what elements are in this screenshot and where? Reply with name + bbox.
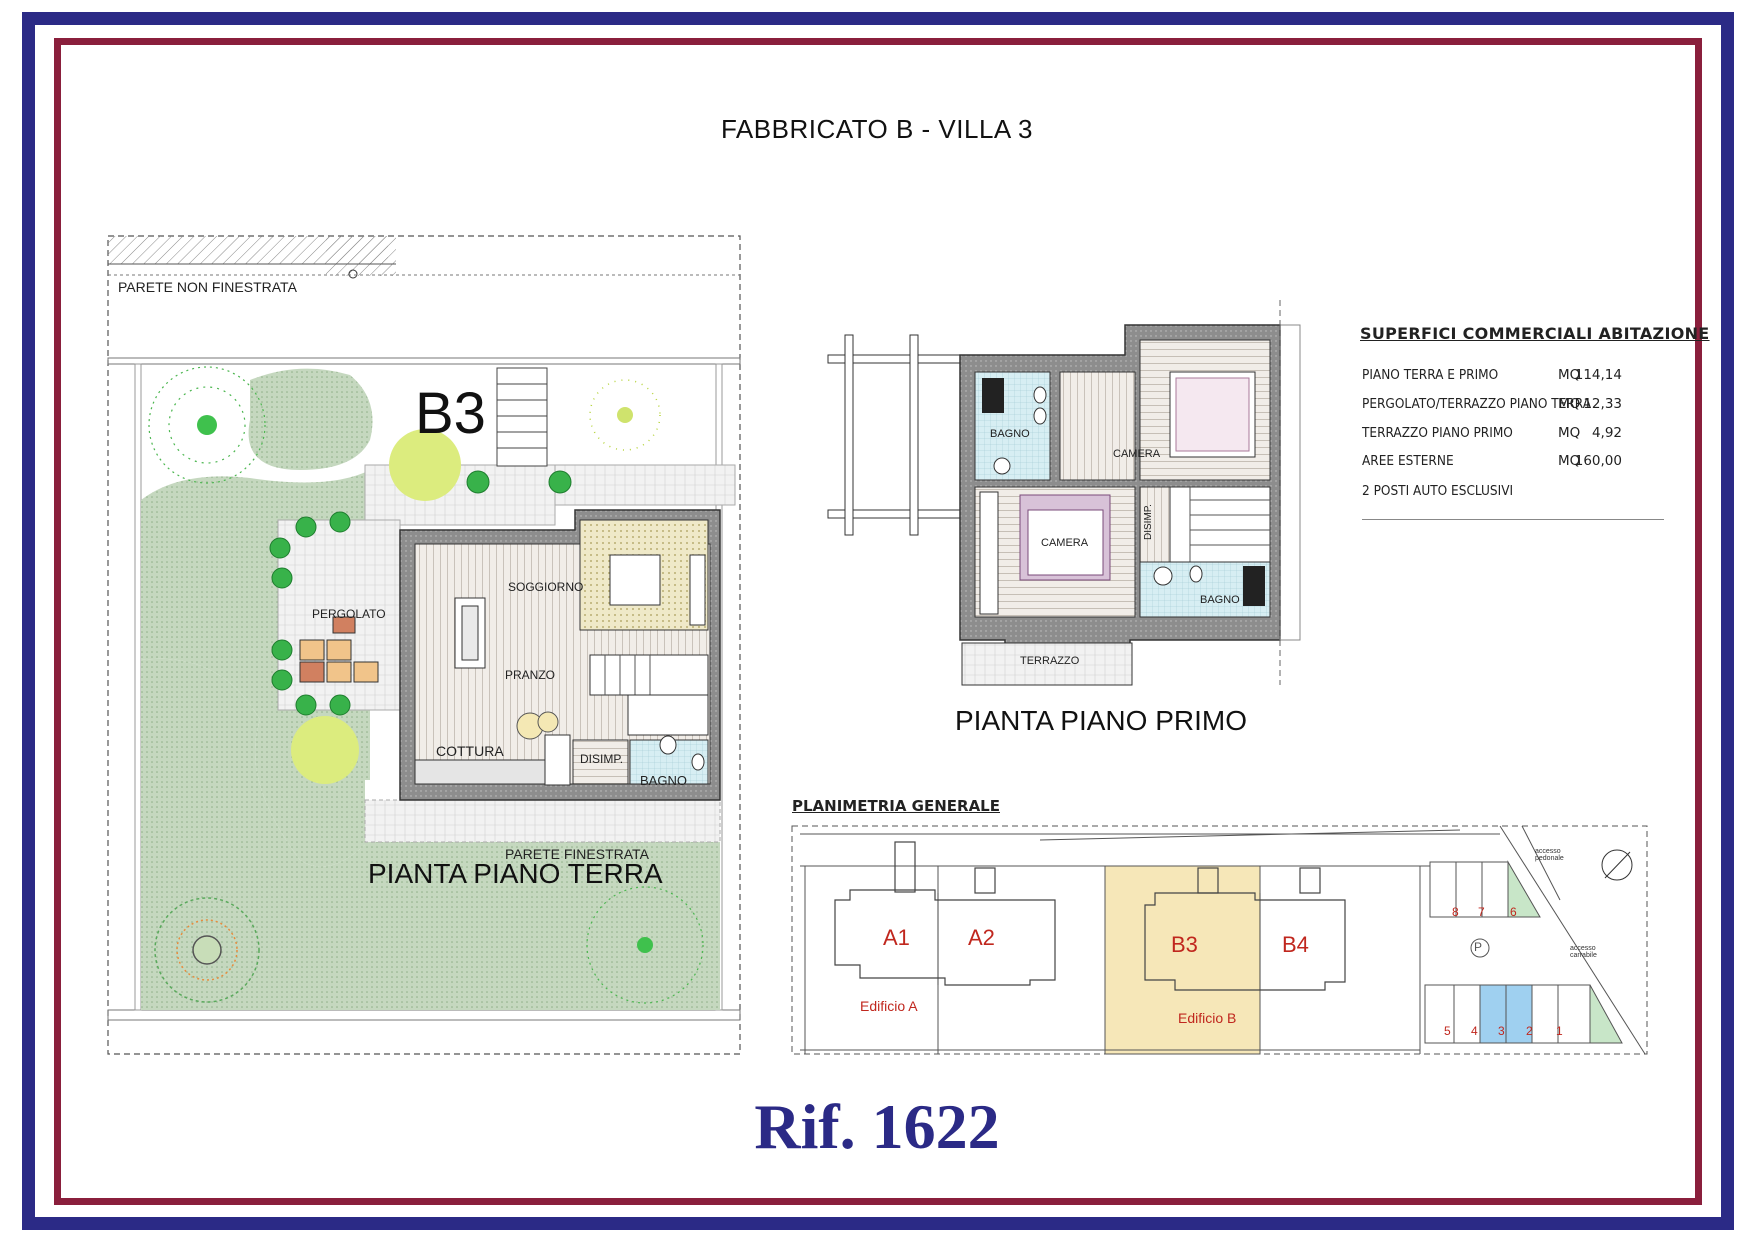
surface-row-unit: MQ	[1558, 367, 1581, 383]
pedestrian-access-label: accesso pedonale	[1535, 848, 1564, 862]
room-bagno-2: BAGNO	[1200, 594, 1240, 606]
room-cottura: COTTURA	[436, 743, 504, 759]
surface-row-label: AREE ESTERNE	[1362, 453, 1454, 469]
unit-label-b3: B3	[415, 381, 486, 446]
surfaces-divider	[1362, 519, 1664, 520]
vehicle-access-label: accesso carrabile	[1570, 945, 1597, 959]
surface-row-unit: MQ	[1558, 453, 1581, 469]
parking-space-number: 6	[1510, 905, 1517, 919]
site-unit-a2: A2	[968, 925, 995, 950]
surface-row-label: PERGOLATO/TERRAZZO PIANO TERRA	[1362, 396, 1592, 412]
parking-symbol: P	[1474, 940, 1483, 954]
surfaces-title: SUPERFICI COMMERCIALI ABITAZIONE	[1360, 324, 1710, 343]
room-terrazzo: TERRAZZO	[1020, 655, 1080, 667]
room-bagno-1: BAGNO	[990, 428, 1030, 440]
building-label-a: Edificio A	[860, 998, 918, 1014]
surface-row-unit: MQ	[1558, 425, 1581, 441]
room-pergolato: PERGOLATO	[312, 607, 386, 621]
room-bagno: BAGNO	[640, 773, 687, 788]
wall-label-top: PARETE NON FINESTRATA	[118, 279, 297, 295]
first-floor-title: PIANTA PIANO PRIMO	[955, 705, 1247, 736]
parking-space-number: 1	[1556, 1024, 1563, 1038]
wall-label-bottom: PARETE FINESTRATA	[505, 846, 649, 862]
room-disimp: DISIMP.	[580, 752, 624, 766]
tree-icon	[148, 366, 266, 484]
surface-row-value: 12,33	[1583, 396, 1622, 412]
room-soggiorno: SOGGIORNO	[508, 580, 584, 594]
site-unit-b4: B4	[1282, 932, 1309, 957]
surface-row-unit: MQ	[1558, 396, 1581, 412]
room-pranzo: PRANZO	[505, 668, 556, 682]
surface-row-label: PIANO TERRA E PRIMO	[1362, 367, 1499, 383]
ground-floor-title: PIANTA PIANO TERRA	[368, 858, 663, 889]
parking-space-number: 8	[1452, 905, 1459, 919]
parking-space-number: 2	[1526, 1024, 1533, 1038]
surface-row-value: 160,00	[1574, 453, 1622, 469]
outer-frame	[22, 12, 1734, 1230]
room-camera-1: CAMERA	[1113, 448, 1161, 460]
parking-space-number: 4	[1471, 1024, 1478, 1038]
surface-note: 2 POSTI AUTO ESCLUSIVI	[1362, 483, 1514, 499]
site-plan-title: PLANIMETRIA GENERALE	[792, 797, 1000, 815]
parking-space-number: 5	[1444, 1024, 1451, 1038]
surface-row-value: 4,92	[1591, 425, 1622, 441]
room-disimp-1: DISIMP.	[1143, 504, 1154, 540]
parking-space-number: 7	[1478, 905, 1485, 919]
inner-frame	[54, 38, 1702, 1205]
surface-row-label: TERRAZZO PIANO PRIMO	[1362, 425, 1513, 441]
room-camera-2: CAMERA	[1041, 537, 1089, 549]
surface-row-value: 114,14	[1574, 367, 1622, 383]
building-label-b: Edificio B	[1178, 1010, 1237, 1026]
site-unit-b3: B3	[1171, 932, 1198, 957]
reference-number: Rif. 1622	[754, 1091, 1000, 1162]
site-unit-a1: A1	[883, 925, 910, 950]
sheet-title: FABBRICATO B - VILLA 3	[720, 114, 1034, 144]
parking-space-number: 3	[1498, 1024, 1505, 1038]
